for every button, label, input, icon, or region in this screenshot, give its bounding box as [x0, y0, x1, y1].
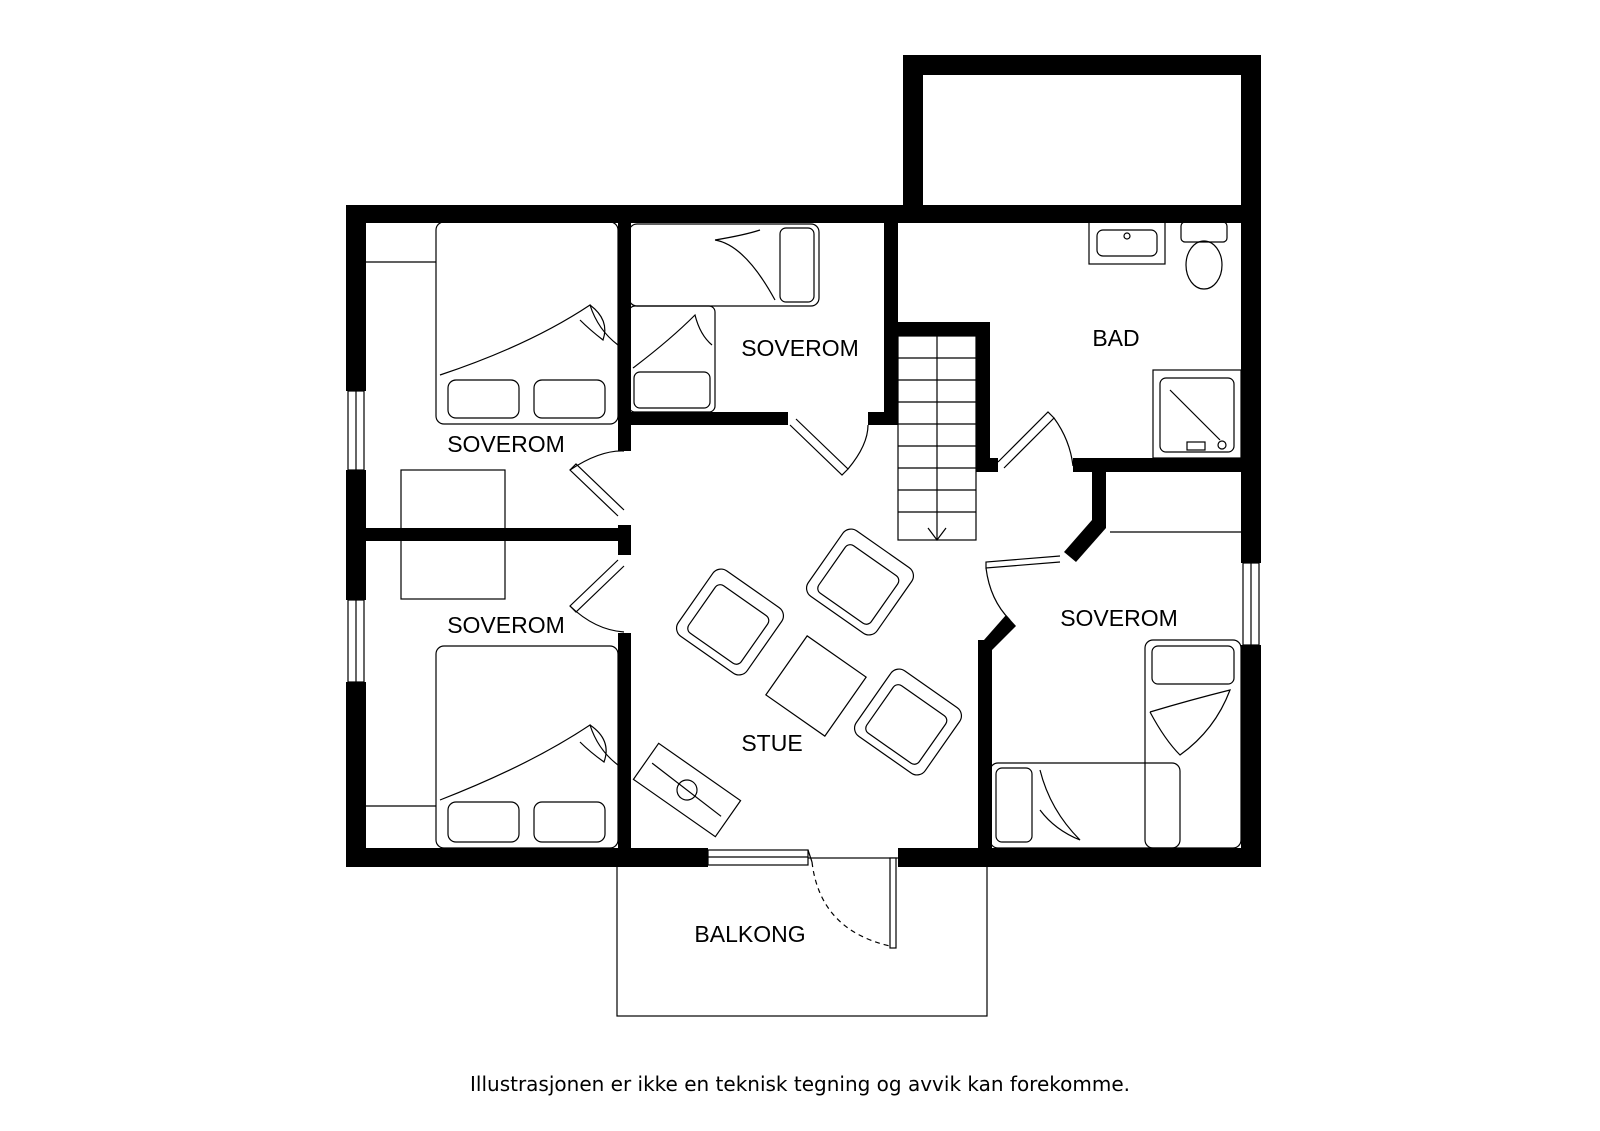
- staircase: [897, 335, 977, 541]
- toilet-icon: [1180, 221, 1228, 290]
- room-label-soverom-nw: SOVEROM: [447, 431, 565, 457]
- window-south: [707, 849, 809, 866]
- armchair-2: [805, 528, 915, 636]
- door-sw-bedroom: [569, 559, 625, 633]
- bunk-bed-horizontal: [628, 223, 820, 307]
- single-bed-vertical: [1144, 639, 1242, 849]
- room-label-soverom-e: SOVEROM: [1060, 605, 1178, 631]
- shower-icon: [1152, 369, 1242, 459]
- disclaimer-text: Illustrasjonen er ikke en teknisk tegnin…: [470, 1072, 1130, 1096]
- double-bed-nw: [435, 221, 619, 425]
- coffee-table: [765, 635, 867, 737]
- room-label-soverom-nm: SOVEROM: [741, 335, 859, 361]
- bunk-bed-vertical: [628, 305, 716, 413]
- window-west-upper: [347, 390, 365, 471]
- single-bed-horizontal: [989, 762, 1181, 849]
- door-balcony: [807, 849, 897, 949]
- window-west-lower: [347, 599, 365, 683]
- door-nm-bedroom: [789, 418, 869, 476]
- armchair-3: [853, 668, 963, 776]
- room-label-balkong: BALKONG: [694, 921, 805, 947]
- room-label-bad: BAD: [1092, 325, 1139, 351]
- double-bed-sw: [435, 645, 619, 849]
- walls: [346, 55, 1261, 867]
- room-label-soverom-sw: SOVEROM: [447, 612, 565, 638]
- tv-stand: [632, 742, 742, 838]
- room-label-stue: STUE: [741, 730, 802, 756]
- window-east: [1242, 562, 1260, 646]
- door-nw-bedroom: [569, 450, 625, 517]
- sink-icon: [1088, 221, 1166, 265]
- door-bath: [997, 411, 1074, 469]
- armchair-1: [675, 568, 785, 676]
- door-e-bedroom: [985, 555, 1061, 621]
